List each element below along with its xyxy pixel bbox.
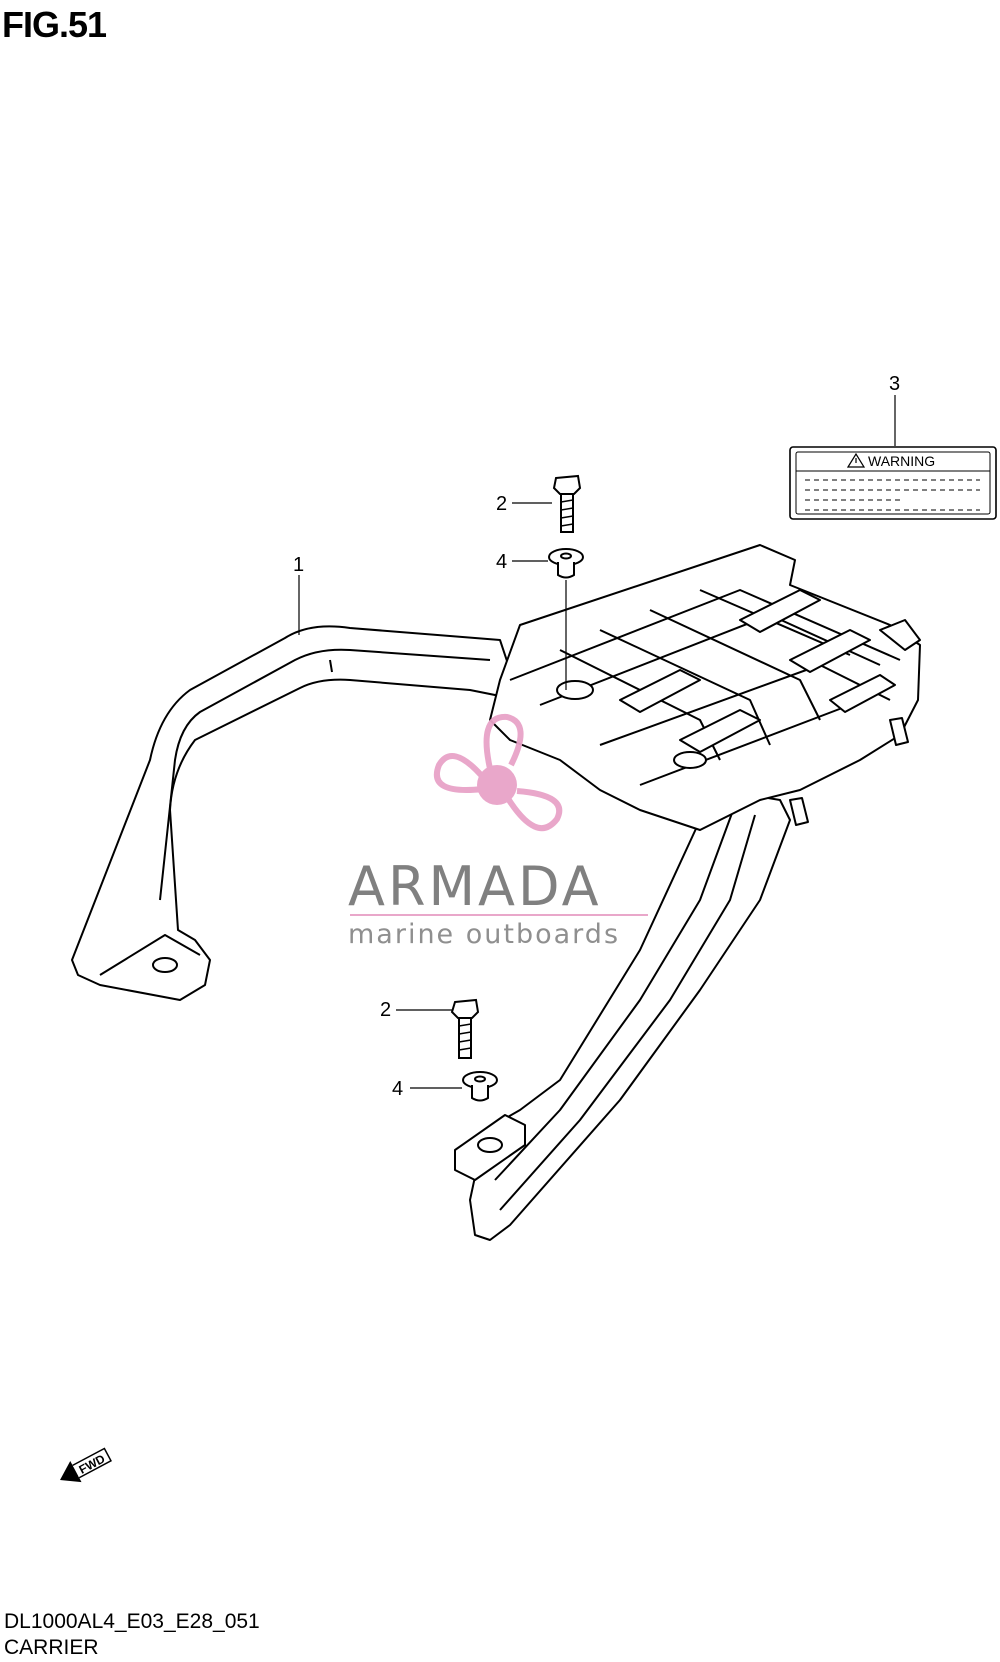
figure-name: CARRIER bbox=[4, 1636, 99, 1659]
fwd-arrow-icon: FWD bbox=[60, 1447, 112, 1483]
watermark-brand: ARMADA bbox=[348, 855, 602, 918]
washer-lower bbox=[462, 1071, 498, 1102]
callout-label: 3 bbox=[889, 373, 900, 395]
callout-bolt-upper: 2 bbox=[496, 493, 507, 515]
bolt-upper bbox=[552, 474, 582, 533]
carrier-part bbox=[71, 544, 921, 1241]
figure-title: FIG.51 bbox=[2, 4, 107, 45]
watermark: ARMADA marine outboards bbox=[348, 713, 648, 950]
bolt-lower bbox=[450, 998, 480, 1059]
callouts: 1 3 2 4 2 4 bbox=[293, 373, 900, 1100]
warning-label-heading: WARNING bbox=[868, 453, 935, 469]
callout-carrier: 1 bbox=[293, 554, 304, 576]
callout-washer-lower: 4 bbox=[392, 1078, 403, 1100]
propeller-icon bbox=[434, 713, 563, 832]
warning-label: WARNING bbox=[789, 446, 997, 520]
watermark-tagline: marine outboards bbox=[348, 919, 620, 950]
callout-bolt-lower: 2 bbox=[380, 999, 391, 1021]
figure-code: DL1000AL4_E03_E28_051 bbox=[4, 1610, 260, 1633]
washer-upper bbox=[548, 548, 584, 579]
callout-washer-upper: 4 bbox=[496, 551, 507, 573]
